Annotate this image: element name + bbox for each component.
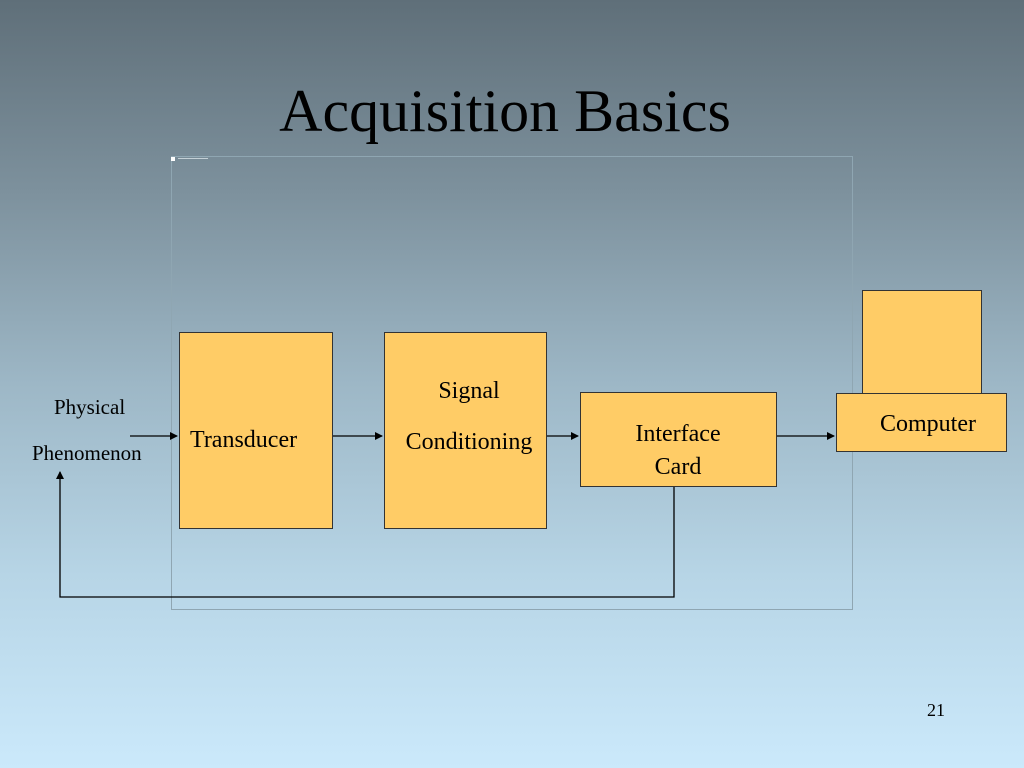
page-number: 21 <box>927 700 945 720</box>
diagram-frame <box>171 156 853 610</box>
computer-monitor-box <box>862 290 982 394</box>
physical-phenomenon-label-line2: Phenomenon <box>32 441 142 465</box>
signal-conditioning-label-line1: Signal <box>438 378 500 404</box>
transducer-label: Transducer <box>190 427 298 453</box>
interface-card-label-line1: Interface <box>635 421 721 447</box>
physical-phenomenon-label-line1: Physical <box>54 395 126 419</box>
slide-title: Acquisition Basics <box>279 78 731 144</box>
computer-base-box <box>836 393 1007 452</box>
interface-card-label-line2: Card <box>654 454 702 480</box>
interface-card-box <box>580 392 777 487</box>
frame-handle <box>171 157 175 161</box>
computer-label: Computer <box>880 411 976 437</box>
frame-handle-line <box>178 158 208 159</box>
signal-conditioning-label-line2: Conditioning <box>405 429 533 455</box>
